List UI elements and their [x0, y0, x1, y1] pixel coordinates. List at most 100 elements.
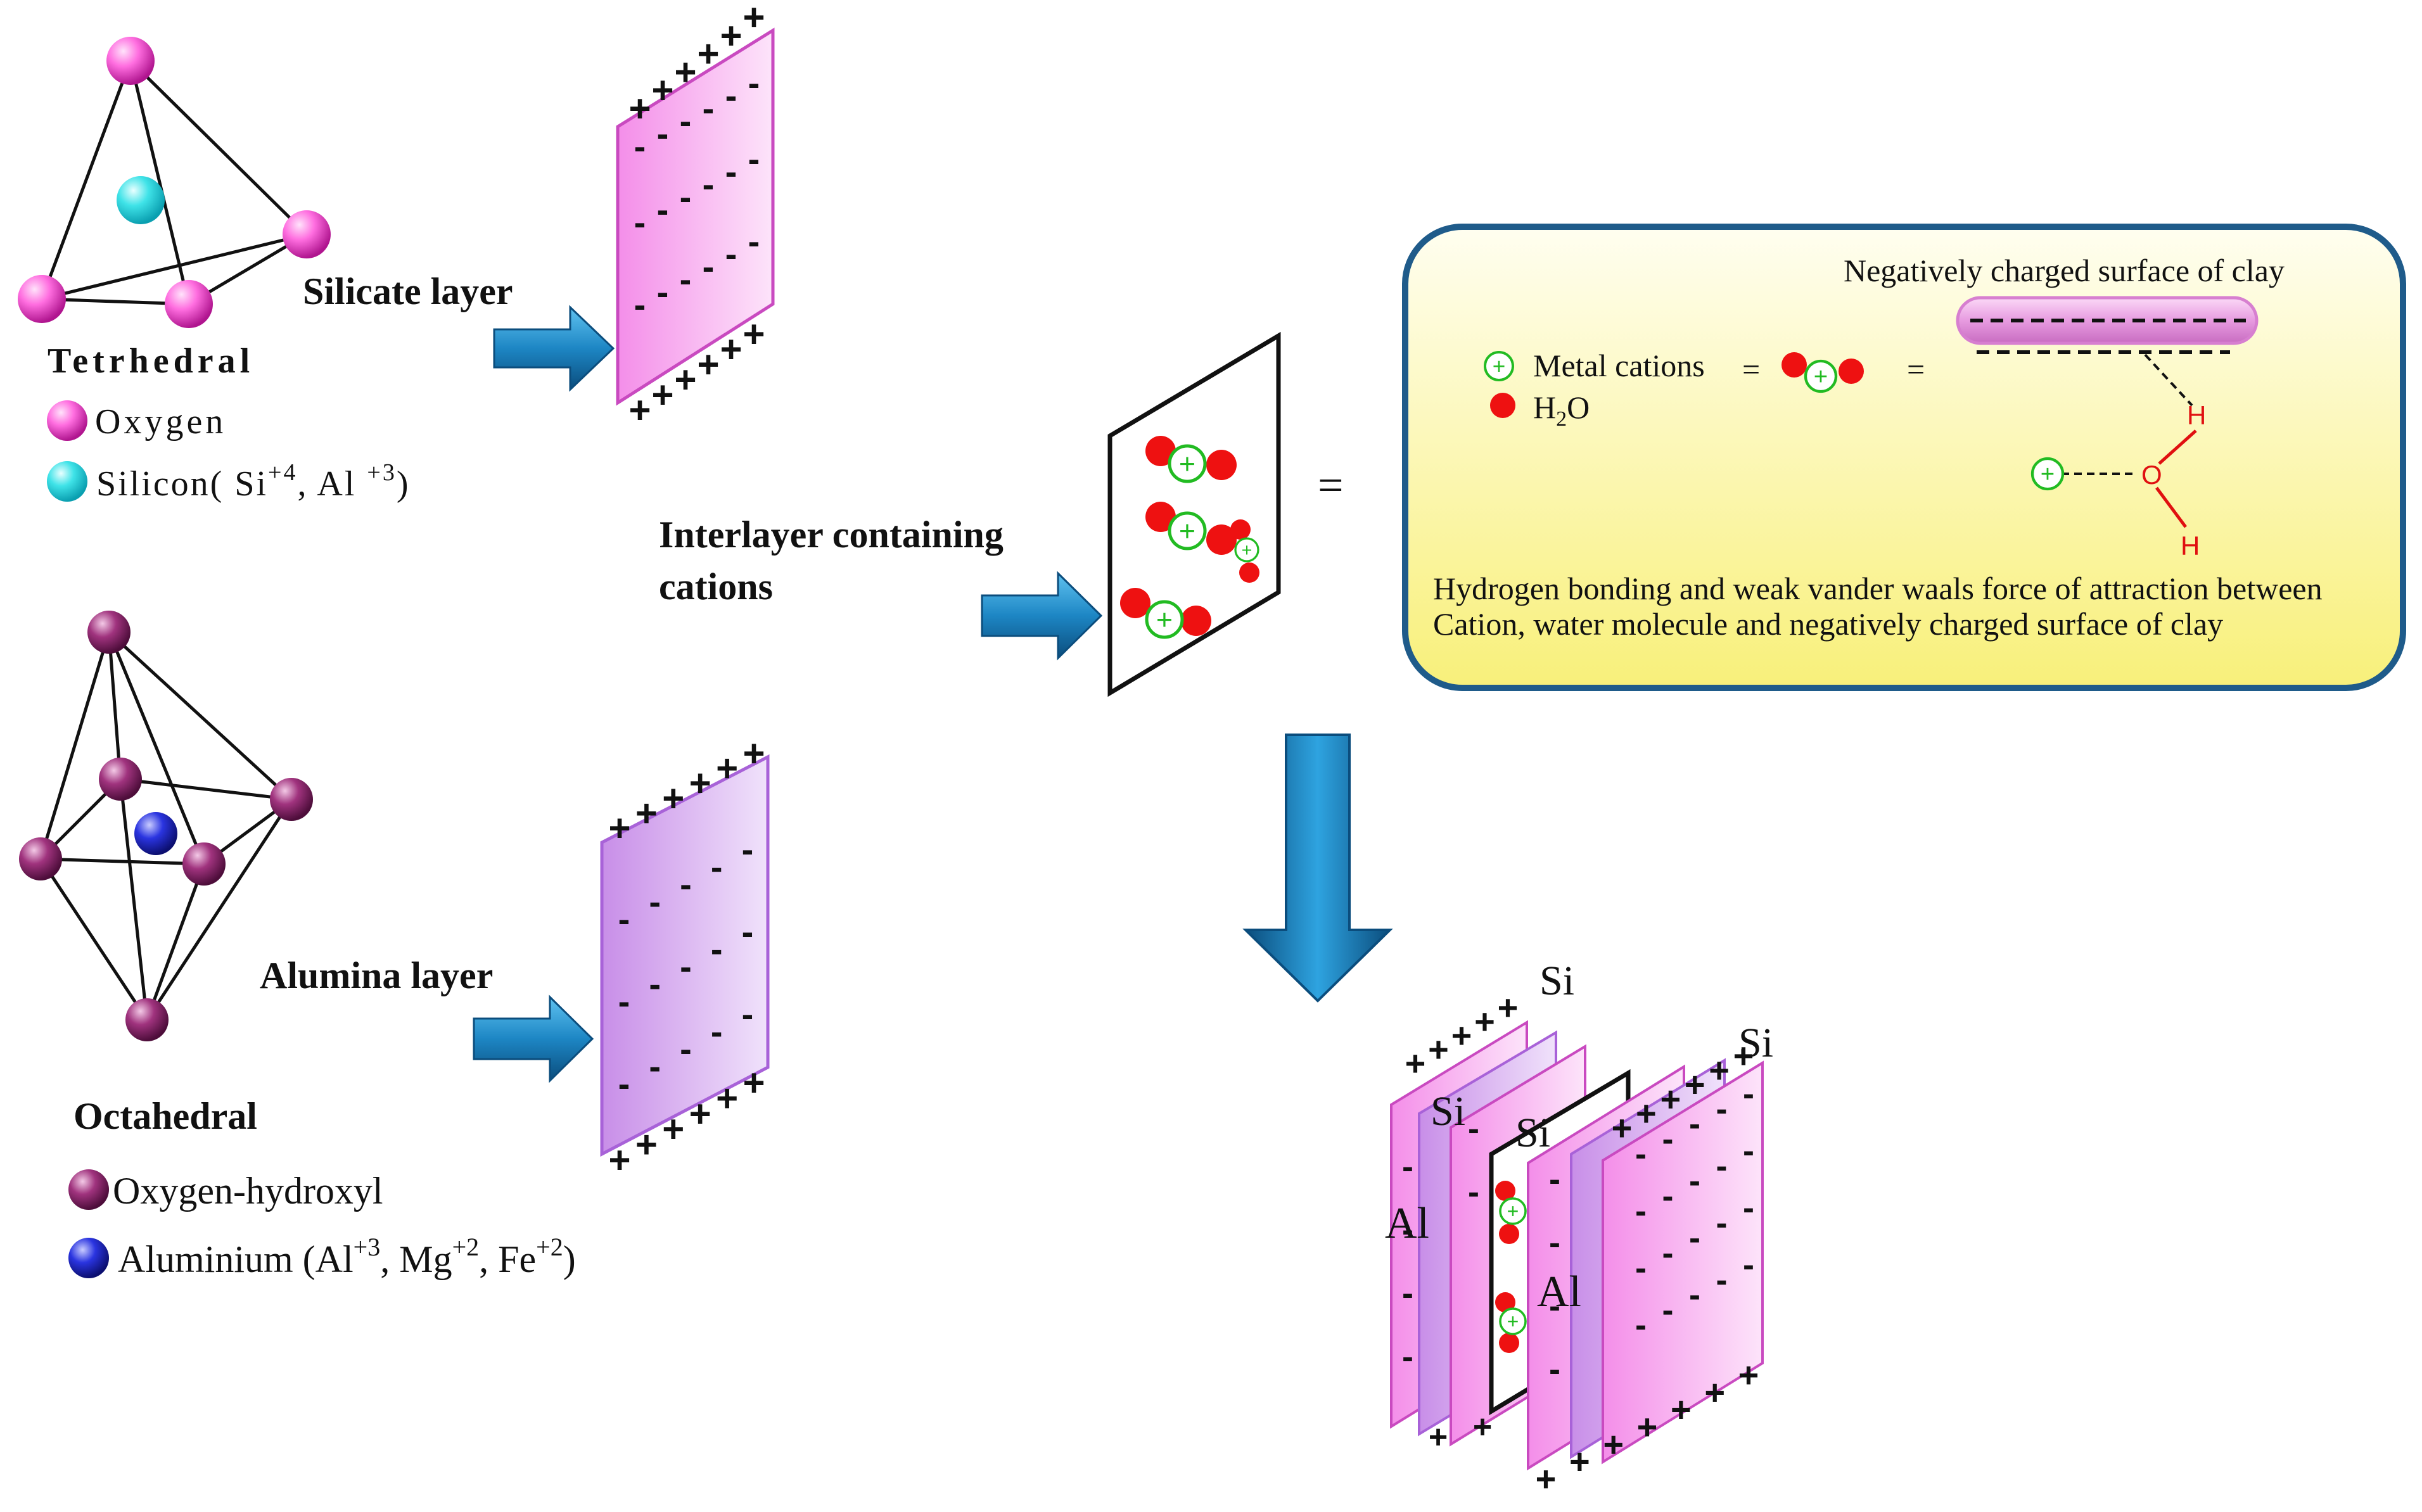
stack-label-al-right: Al — [1537, 1267, 1581, 1316]
negative-charge: - — [680, 259, 692, 299]
cation-ring — [1168, 444, 1207, 483]
negative-charge: - — [1549, 1350, 1560, 1388]
positive-charge: + — [743, 732, 765, 775]
water-molecule — [1495, 1181, 1515, 1201]
water-molecule — [1239, 562, 1259, 583]
positive-charge: + — [1498, 988, 1519, 1027]
negative-charge: - — [1402, 1274, 1413, 1312]
positive-charge: + — [689, 1093, 711, 1135]
hydrogen-atom-top: H — [2187, 400, 2206, 430]
legend-oxygen-hydroxyl-swatch — [68, 1169, 109, 1210]
stack-charges: ++++++++++++++++++++--------------------… — [1402, 988, 1759, 1499]
negative-charge: - — [1635, 1249, 1647, 1287]
negative-charge: - — [680, 101, 692, 141]
oxygen-atom — [283, 210, 331, 258]
interlayer-label-line1: Interlayer containing — [659, 514, 1004, 556]
negative-charge: - — [680, 946, 692, 986]
oxygen-hydroxyl-atom — [99, 758, 142, 801]
positive-charge: + — [674, 359, 696, 401]
cation-ring — [2030, 457, 2065, 491]
water-molecule — [1145, 436, 1176, 466]
tetrahedron-model — [40, 60, 308, 306]
cation-sign: + — [1814, 363, 1828, 390]
tetrahedral-title: Tetrhedral — [48, 341, 254, 381]
oxygen-atom — [165, 280, 213, 328]
silicate-layer-label: Silicate layer — [303, 270, 513, 312]
negative-charge: - — [649, 882, 661, 922]
alumina-bottom-charges: ++++++ — [608, 1062, 765, 1181]
silicate-top-charges: ++++++ — [628, 0, 765, 130]
metal-cations-label: Metal cations — [1533, 348, 1705, 383]
water-molecule — [1499, 1333, 1519, 1353]
water-label: H2O — [1533, 390, 1590, 431]
stack-label-si-left: Si — [1431, 1088, 1465, 1134]
negative-charge: - — [1662, 1177, 1674, 1215]
positive-charge: + — [1709, 1050, 1730, 1090]
cation-sign: + — [1493, 354, 1506, 379]
negative-charge: - — [618, 1064, 630, 1103]
aluminium-atom — [134, 812, 177, 855]
positive-charge: + — [743, 1062, 765, 1104]
oxygen-hydroxyl-atom — [182, 842, 226, 886]
oxygen-atom — [106, 37, 155, 85]
water-molecule — [1230, 519, 1251, 540]
positive-charge: + — [1685, 1065, 1705, 1105]
positive-charge: + — [689, 762, 711, 804]
negative-charge: - — [1716, 1090, 1728, 1128]
negative-charge: - — [1402, 1211, 1413, 1249]
water-molecule-icon — [1781, 352, 1807, 378]
negative-charge: - — [1689, 1105, 1700, 1143]
negative-charge: - — [703, 164, 715, 204]
water-molecule — [1206, 524, 1237, 555]
positive-charge: + — [651, 374, 673, 416]
negative-charge: - — [742, 829, 754, 869]
negative-charge: - — [1716, 1204, 1728, 1242]
stack-label-si-top: Si — [1539, 958, 1574, 1004]
positive-charge: + — [1738, 1355, 1759, 1395]
legend-silicon-swatch — [47, 461, 87, 502]
negative-charge: - — [711, 847, 723, 887]
negative-charge: - — [1689, 1219, 1700, 1257]
cation-ring — [1499, 1197, 1527, 1225]
negative-surface-label: Negatively charged surface of clay — [1844, 253, 2285, 288]
positive-charge: + — [1429, 1419, 1448, 1456]
hydrogen-atom-bottom: H — [2181, 531, 2200, 561]
silicate-sheet — [616, 27, 775, 406]
oxygen-hydroxyl-atom — [125, 998, 169, 1041]
cation-ring — [1168, 511, 1207, 550]
negative-charge: - — [711, 1012, 723, 1051]
negative-charge: - — [1743, 1132, 1754, 1170]
silicate-arrow — [493, 305, 615, 392]
legend-aluminium-swatch — [68, 1238, 109, 1278]
bonding-description-line2: Cation, water molecule and negatively ch… — [1433, 606, 2223, 642]
negative-charge: - — [1468, 1110, 1479, 1148]
positive-charge: + — [662, 1108, 684, 1150]
water-molecule-icon — [1839, 359, 1864, 384]
metal-cation-legend-icon: + — [1484, 351, 1514, 381]
negative-charge: - — [1635, 1306, 1647, 1344]
octahedron-model — [39, 631, 293, 1021]
positive-charge: + — [1637, 1407, 1658, 1447]
positive-charge: + — [1671, 1390, 1692, 1430]
oxygen-hydroxyl-atom — [87, 611, 131, 654]
positive-charge: + — [697, 343, 719, 386]
alumina-top-charges: ++++++ — [608, 732, 765, 849]
negative-charge: - — [748, 63, 760, 103]
negative-charge: - — [742, 994, 754, 1034]
legend-oxygen-hydroxyl-label: Oxygen-hydroxyl — [113, 1170, 383, 1212]
cation-ring — [1234, 537, 1259, 562]
negative-charge: - — [1468, 1173, 1479, 1211]
water-molecule — [1181, 606, 1211, 636]
positive-charge: + — [1603, 1424, 1624, 1464]
negative-charge: - — [1662, 1291, 1674, 1329]
positive-charge: + — [651, 69, 673, 111]
positive-charge: + — [1536, 1459, 1557, 1499]
positive-charge: + — [716, 1077, 738, 1119]
positive-charge: + — [628, 389, 651, 431]
cation-ring — [1804, 359, 1838, 393]
positive-charge: + — [743, 0, 765, 39]
cation-sign: + — [1179, 448, 1195, 480]
water-legend-icon — [1490, 393, 1515, 418]
negative-charge: - — [1689, 1162, 1700, 1200]
negative-charge: - — [618, 899, 630, 939]
